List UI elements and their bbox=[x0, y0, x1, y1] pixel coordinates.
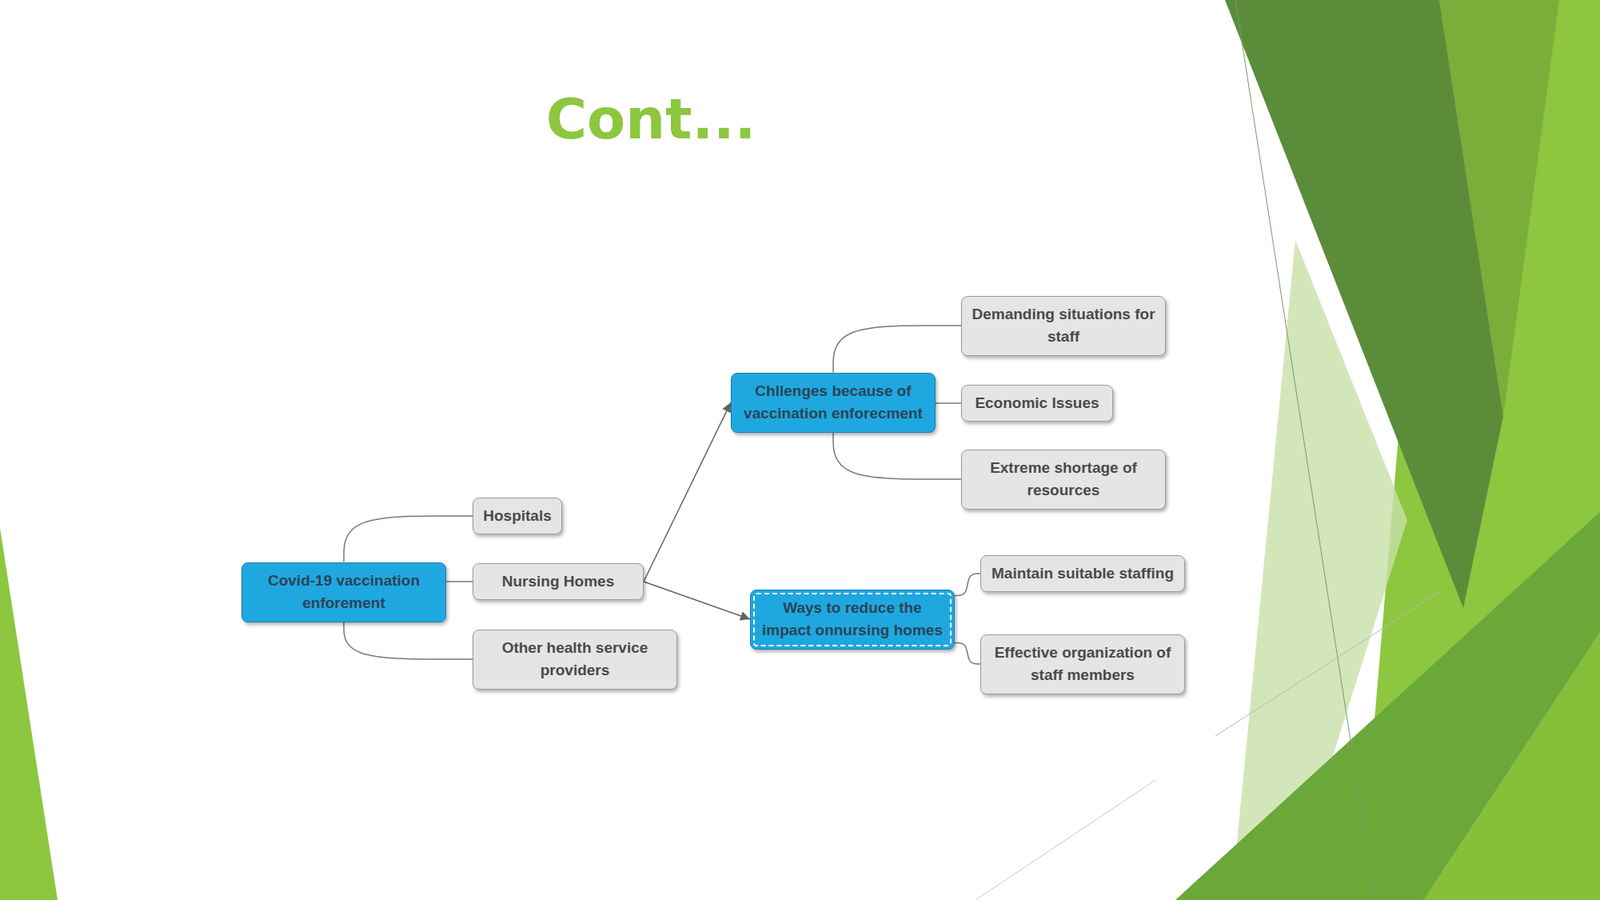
node-label: Other health service providers bbox=[482, 636, 667, 683]
subtopic-box: Hospitals bbox=[472, 497, 563, 535]
subtopic-box: Maintain suitable staffing bbox=[980, 554, 1186, 593]
connector-line bbox=[954, 642, 981, 665]
corner-shape bbox=[1439, 0, 1560, 416]
connector-line bbox=[343, 622, 473, 660]
corner-shape bbox=[0, 527, 58, 900]
topic-box: Chllenges because of vaccination enforec… bbox=[730, 372, 936, 433]
connector-line bbox=[833, 432, 962, 480]
subtopic-box: Other health service providers bbox=[472, 629, 678, 690]
connector-arrow bbox=[643, 581, 751, 619]
subtopic-box: Demanding situations for staff bbox=[961, 295, 1166, 356]
subtopic-box: Economic Issues bbox=[961, 384, 1114, 423]
subtopic-box: Nursing Homes bbox=[472, 562, 644, 601]
node-label: Covid-19 vaccination enforement bbox=[251, 569, 436, 615]
connector-arrow bbox=[643, 402, 731, 582]
corner-shape bbox=[1423, 631, 1600, 900]
node-label: Extreme shortage of resources bbox=[971, 456, 1156, 503]
node-label: Effective organization of staff members bbox=[990, 641, 1175, 687]
deco-line bbox=[975, 779, 1156, 900]
corner-shape bbox=[1175, 511, 1600, 900]
connector-line bbox=[954, 573, 981, 596]
slide-title: Cont... bbox=[0, 86, 1302, 152]
node-label: Nursing Homes bbox=[482, 570, 634, 594]
node-label: Economic Issues bbox=[971, 391, 1103, 415]
deco-line bbox=[1215, 591, 1440, 736]
node-label: Chllenges because of vaccination enforec… bbox=[741, 379, 926, 426]
node-label: Maintain suitable staffing bbox=[990, 562, 1175, 586]
node-label: Ways to reduce the impact onnursing home… bbox=[760, 596, 945, 643]
topic-box: Covid-19 vaccination enforement bbox=[241, 562, 447, 623]
connector-line bbox=[935, 402, 962, 404]
node-label: Demanding situations for staff bbox=[971, 303, 1156, 349]
connector-line bbox=[833, 325, 962, 373]
subtopic-box: Effective organization of staff members bbox=[980, 634, 1186, 695]
subtopic-box: Extreme shortage of resources bbox=[961, 449, 1166, 510]
topic-box: Ways to reduce the impact onnursing home… bbox=[750, 589, 955, 650]
connector-line bbox=[446, 580, 473, 583]
node-label: Hospitals bbox=[482, 504, 552, 528]
connector-line bbox=[343, 515, 473, 563]
deco-line bbox=[1235, 0, 1376, 900]
